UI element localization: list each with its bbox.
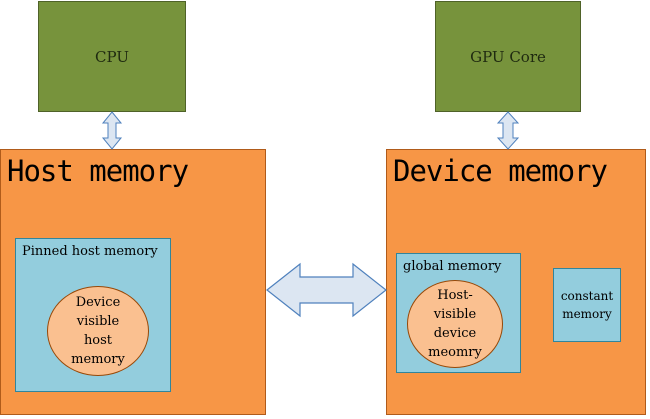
global-memory-title: global memory [403, 259, 502, 274]
device-memory-title: Device memory [393, 154, 608, 188]
device-memory-box: Device memory global memory Host- visibl… [386, 149, 646, 415]
pinned-host-memory-box: Pinned host memory Device visible host m… [15, 238, 171, 392]
gpu-core-box: GPU Core [435, 1, 581, 112]
global-memory-box: global memory Host- visible device meomr… [396, 253, 521, 373]
cpu-box: CPU [38, 1, 186, 112]
cpu-label: CPU [95, 47, 129, 66]
host-visible-device-memory-oval: Host- visible device meomry [407, 280, 503, 368]
gpu-device-arrow [496, 111, 520, 150]
constant-memory-box: constant memory [553, 268, 621, 342]
cpu-host-arrow [101, 111, 123, 150]
device-visible-host-memory-oval: Device visible host memory [47, 286, 149, 376]
constant-memory-label: constant memory [560, 289, 614, 321]
host-memory-title: Host memory [7, 154, 189, 188]
gpu-core-label: GPU Core [470, 47, 546, 66]
host-memory-box: Host memory Pinned host memory Device vi… [0, 149, 266, 415]
pinned-host-memory-title: Pinned host memory [22, 244, 158, 259]
host-device-arrow [266, 262, 387, 318]
